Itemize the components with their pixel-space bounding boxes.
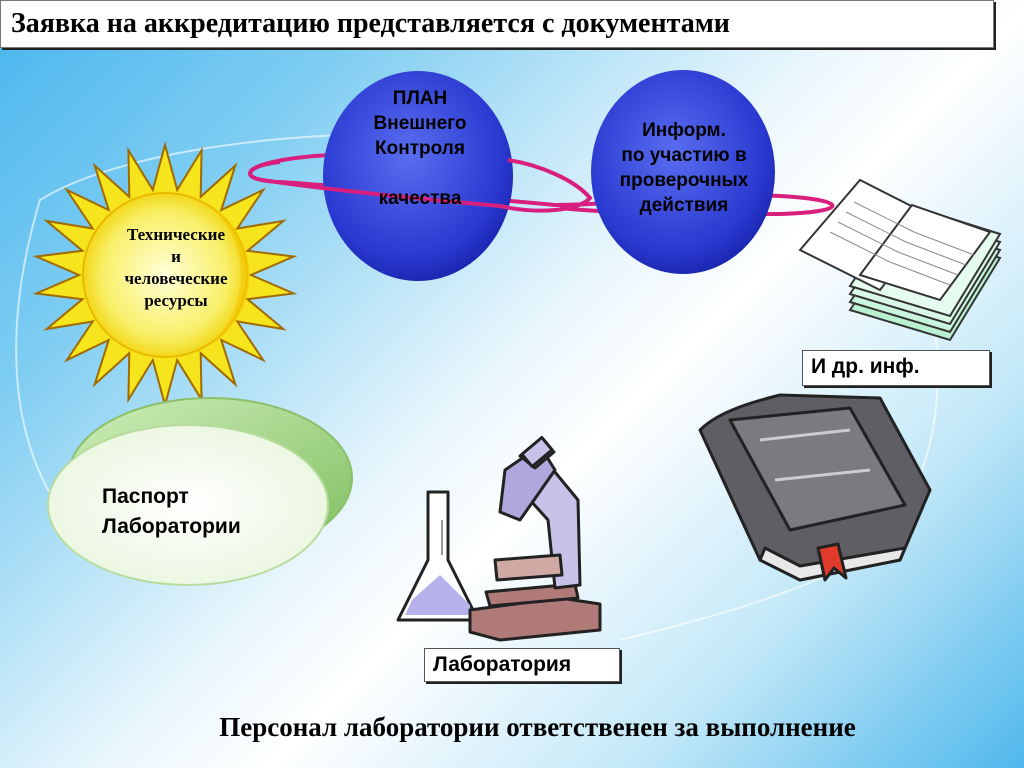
flask-icon xyxy=(396,490,480,622)
plan-circle-label: ПЛАН Внешнего Контроля качества xyxy=(330,86,510,211)
plan-label-line: качества xyxy=(378,188,462,209)
inform-label-line: по участию в xyxy=(621,145,747,166)
laboratory-label: Лаборатория xyxy=(433,653,572,676)
sun-label-line: ресурсы xyxy=(144,291,208,310)
other-info-label: И др. инф. xyxy=(811,355,920,378)
inform-circle-label: Информ. по участию в проверочных действи… xyxy=(584,118,784,218)
inform-circle xyxy=(591,70,775,274)
background-arc xyxy=(15,133,421,511)
connecting-ring-front xyxy=(248,158,593,213)
sun-label-line: и xyxy=(171,247,181,266)
other-info-label-box: И др. инф. xyxy=(802,350,990,386)
passport-ellipse xyxy=(47,397,353,586)
plan-circle xyxy=(323,71,513,281)
inform-label-line: Информ. xyxy=(642,120,726,141)
laboratory-label-box: Лаборатория xyxy=(424,648,620,682)
plan-label-line: Внешнего xyxy=(373,113,467,134)
sun-label: Технические и человеческие ресурсы xyxy=(96,224,256,312)
plan-label-line xyxy=(330,161,510,186)
inform-label-line: действия xyxy=(639,195,729,216)
microscope-icon xyxy=(468,436,602,642)
plan-label-line: Контроля xyxy=(375,138,465,159)
title-box: Заявка на аккредитацию представляется с … xyxy=(0,0,994,48)
book-icon xyxy=(698,393,932,582)
documents-stack-icon xyxy=(798,178,1002,342)
passport-label: Паспорт Лаборатории xyxy=(102,482,241,542)
inform-label-line: проверочных xyxy=(619,170,749,191)
page-title: Заявка на аккредитацию представляется с … xyxy=(11,8,730,39)
passport-label-line: Паспорт xyxy=(102,485,189,508)
sun-label-line: человеческие xyxy=(124,269,228,288)
plan-label-line: ПЛАН xyxy=(392,88,448,109)
sun-label-line: Технические xyxy=(126,225,225,244)
footer-text: Персонал лаборатории ответственен за вып… xyxy=(219,712,856,742)
passport-label-line: Лаборатории xyxy=(102,515,241,538)
sun-icon xyxy=(32,141,298,409)
